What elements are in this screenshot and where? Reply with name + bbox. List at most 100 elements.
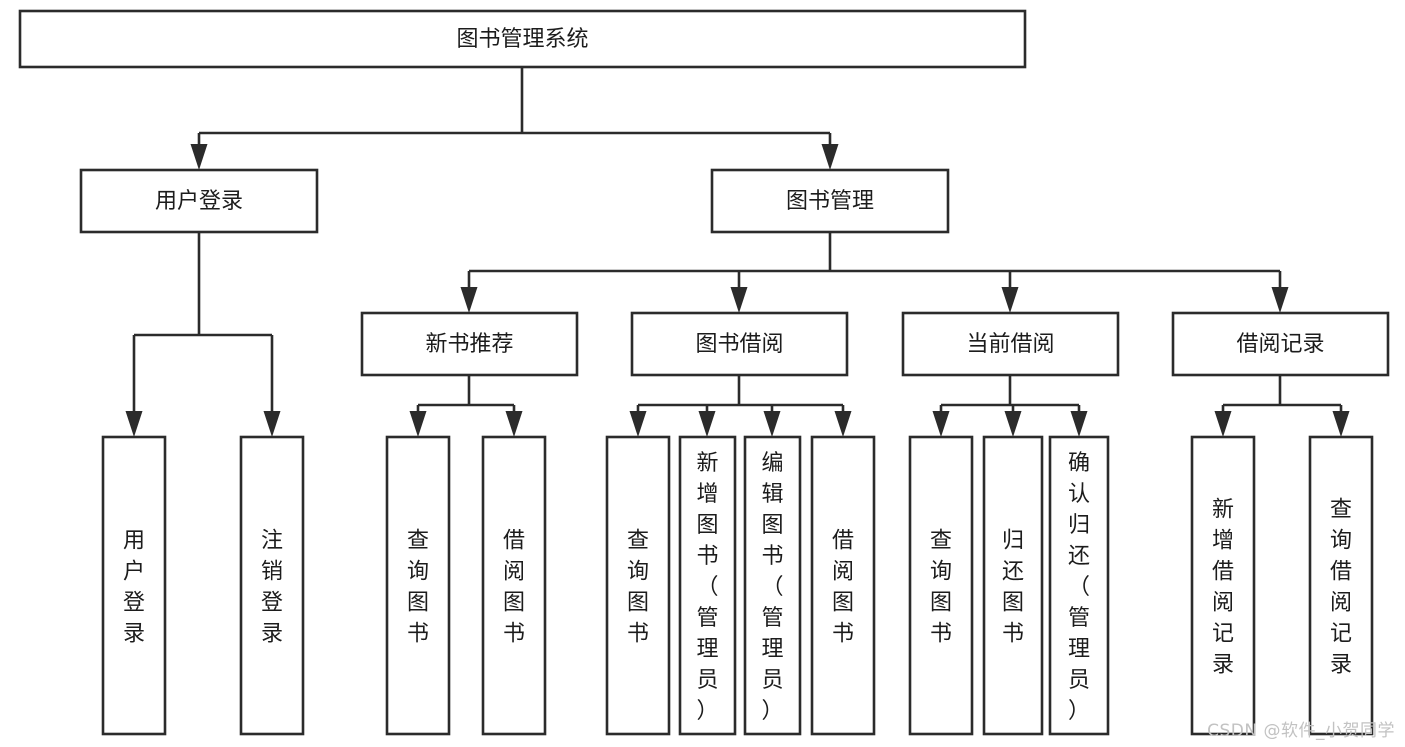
arrow-head-icon xyxy=(698,411,716,437)
bus-borrow-record xyxy=(1223,375,1341,407)
arrow-to-leaf-borrow-book xyxy=(834,405,852,437)
arrow-to-leaf-confirm-return-admin xyxy=(1070,405,1088,437)
arrow-head-icon xyxy=(1004,411,1022,437)
node-layer: 图书管理系统用户登录图书管理新书推荐图书借阅当前借阅借阅记录用户登录注销登录查询… xyxy=(18,9,1390,736)
node-label-new-book-rec: 新书推荐 xyxy=(425,332,513,357)
arrow-head-icon xyxy=(932,411,950,437)
node-box-leaf-add-borrow-record[interactable] xyxy=(1190,435,1256,736)
bus-new-book-rec xyxy=(418,375,514,407)
arrow-to-new-book-rec xyxy=(460,271,478,313)
node-label-root: 图书管理系统 xyxy=(456,27,588,52)
node-label-book-borrow: 图书借阅 xyxy=(695,332,783,357)
node-label-leaf-query-book-borrow: 查询图书 xyxy=(627,529,649,647)
node-box-book-borrow[interactable] xyxy=(630,311,849,377)
node-label-book-manage: 图书管理 xyxy=(786,189,874,214)
arrow-to-leaf-query-book-borrow xyxy=(629,405,647,437)
node-box-leaf-add-book-admin[interactable] xyxy=(678,435,737,736)
node-label-user-login: 用户登录 xyxy=(155,189,243,214)
arrow-head-icon xyxy=(763,411,781,437)
arrow-head-icon xyxy=(263,411,281,437)
node-box-leaf-return-book[interactable] xyxy=(982,435,1044,736)
node-label-leaf-user-login: 用户登录 xyxy=(123,529,145,647)
arrow-to-borrow-record xyxy=(1271,271,1289,313)
node-user-login[interactable]: 用户登录 xyxy=(79,168,319,234)
node-box-leaf-logout-login[interactable] xyxy=(239,435,305,736)
node-box-leaf-borrow-book-rec[interactable] xyxy=(481,435,547,736)
arrow-head-icon xyxy=(460,287,478,313)
node-book-manage[interactable]: 图书管理 xyxy=(710,168,950,234)
node-leaf-return-book[interactable]: 归还图书 xyxy=(982,435,1044,736)
node-leaf-add-book-admin[interactable]: 新增图书（管理员） xyxy=(678,435,737,736)
arrow-head-icon xyxy=(1214,411,1232,437)
bus-user-login xyxy=(134,232,272,337)
node-box-leaf-query-book-rec[interactable] xyxy=(385,435,451,736)
node-label-leaf-confirm-return-admin: 确认归还（管理员） xyxy=(1068,451,1090,724)
node-root[interactable]: 图书管理系统 xyxy=(18,9,1027,69)
node-borrow-record[interactable]: 借阅记录 xyxy=(1171,311,1390,377)
node-leaf-add-borrow-record[interactable]: 新增借阅记录 xyxy=(1190,435,1256,736)
node-box-leaf-user-login[interactable] xyxy=(101,435,167,736)
arrow-head-icon xyxy=(409,411,427,437)
arrow-head-icon xyxy=(1271,287,1289,313)
node-box-leaf-query-book-borrow[interactable] xyxy=(605,435,671,736)
node-box-leaf-query-book-current[interactable] xyxy=(908,435,974,736)
node-label-leaf-add-borrow-record: 新增借阅记录 xyxy=(1212,498,1234,678)
arrow-to-leaf-add-book-admin xyxy=(698,405,716,437)
node-leaf-query-book-rec[interactable]: 查询图书 xyxy=(385,435,451,736)
arrow-to-book-manage xyxy=(821,133,839,170)
arrow-to-leaf-query-borrow-record xyxy=(1332,405,1350,437)
node-label-leaf-add-book-admin: 新增图书（管理员） xyxy=(696,451,718,724)
node-label-leaf-logout-login: 注销登录 xyxy=(261,529,283,647)
node-leaf-query-book-borrow[interactable]: 查询图书 xyxy=(605,435,671,736)
node-box-leaf-confirm-return-admin[interactable] xyxy=(1048,435,1110,736)
node-current-borrow[interactable]: 当前借阅 xyxy=(901,311,1120,377)
node-box-new-book-rec[interactable] xyxy=(360,311,579,377)
node-label-leaf-borrow-book: 借阅图书 xyxy=(832,529,854,647)
arrow-head-icon xyxy=(629,411,647,437)
node-label-leaf-edit-book-admin: 编辑图书（管理员） xyxy=(761,451,783,724)
arrow-to-current-borrow xyxy=(1001,271,1019,313)
node-label-leaf-query-book-rec: 查询图书 xyxy=(407,529,429,647)
arrow-head-icon xyxy=(730,287,748,313)
arrow-head-icon xyxy=(834,411,852,437)
arrow-head-icon xyxy=(505,411,523,437)
node-leaf-user-login[interactable]: 用户登录 xyxy=(101,435,167,736)
node-leaf-confirm-return-admin[interactable]: 确认归还（管理员） xyxy=(1048,435,1110,736)
arrow-to-leaf-edit-book-admin xyxy=(763,405,781,437)
node-leaf-logout-login[interactable]: 注销登录 xyxy=(239,435,305,736)
node-leaf-edit-book-admin[interactable]: 编辑图书（管理员） xyxy=(743,435,802,736)
node-box-leaf-borrow-book[interactable] xyxy=(810,435,876,736)
arrow-to-leaf-add-borrow-record xyxy=(1214,405,1232,437)
arrow-to-leaf-logout-login xyxy=(263,335,281,437)
arrow-head-icon xyxy=(1070,411,1088,437)
arrow-head-icon xyxy=(1332,411,1350,437)
arrow-head-icon xyxy=(190,144,208,170)
node-book-borrow[interactable]: 图书借阅 xyxy=(630,311,849,377)
arrow-to-leaf-query-book-current xyxy=(932,405,950,437)
arrow-to-leaf-query-book-rec xyxy=(409,405,427,437)
node-box-user-login[interactable] xyxy=(79,168,319,234)
arrow-head-icon xyxy=(821,144,839,170)
bus-root xyxy=(199,67,830,135)
node-box-leaf-query-borrow-record[interactable] xyxy=(1308,435,1374,736)
arrow-to-leaf-borrow-book-rec xyxy=(505,405,523,437)
node-label-borrow-record: 借阅记录 xyxy=(1236,332,1324,357)
node-label-leaf-query-book-current: 查询图书 xyxy=(930,529,952,647)
arrow-to-user-login xyxy=(190,133,208,170)
node-label-leaf-borrow-book-rec: 借阅图书 xyxy=(503,529,525,647)
node-leaf-borrow-book[interactable]: 借阅图书 xyxy=(810,435,876,736)
node-box-root[interactable] xyxy=(18,9,1027,69)
node-box-book-manage[interactable] xyxy=(710,168,950,234)
node-leaf-query-book-current[interactable]: 查询图书 xyxy=(908,435,974,736)
node-label-current-borrow: 当前借阅 xyxy=(966,332,1054,357)
node-leaf-query-borrow-record[interactable]: 查询借阅记录 xyxy=(1308,435,1374,736)
node-new-book-rec[interactable]: 新书推荐 xyxy=(360,311,579,377)
node-leaf-borrow-book-rec[interactable]: 借阅图书 xyxy=(481,435,547,736)
bus-book-manage xyxy=(469,232,1280,273)
node-box-leaf-edit-book-admin[interactable] xyxy=(743,435,802,736)
node-box-borrow-record[interactable] xyxy=(1171,311,1390,377)
node-box-current-borrow[interactable] xyxy=(901,311,1120,377)
bus-book-borrow xyxy=(638,375,843,407)
